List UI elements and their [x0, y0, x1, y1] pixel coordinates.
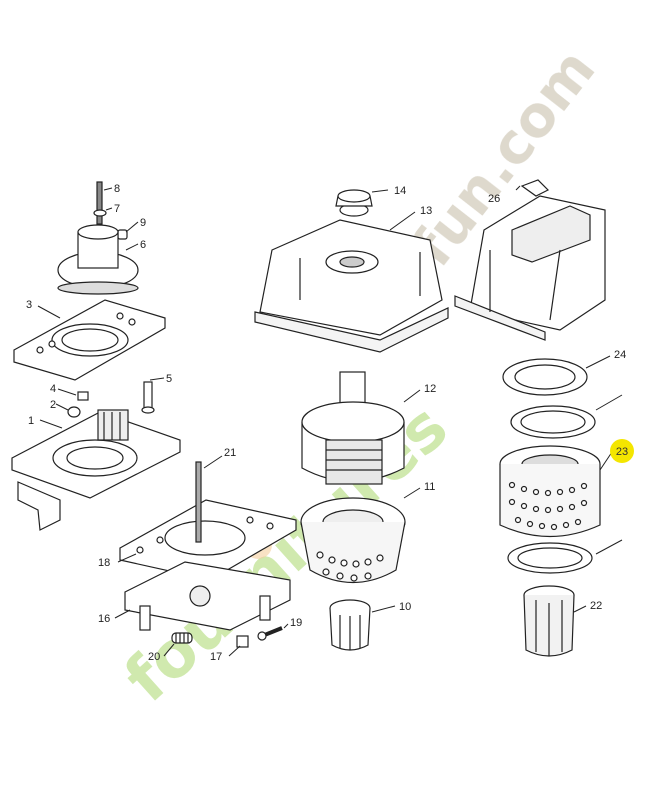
part-19-screw: [257, 626, 283, 641]
label-part-16[interactable]: 16: [98, 613, 110, 625]
label-part-18[interactable]: 18: [98, 557, 110, 569]
part-labels: 8 7 9 6 3 4 5 2 1 21 18 16 20 17 19 14 1…: [26, 183, 626, 663]
part-26-clip: [520, 179, 550, 197]
part-18-gasket: [119, 499, 297, 581]
part-24-ring: [502, 358, 588, 396]
part-10-prefilter: [329, 599, 371, 651]
part-20-spring: [171, 632, 193, 644]
label-part-22[interactable]: 22: [590, 600, 602, 612]
part-14-knob: [335, 189, 373, 217]
label-part-10[interactable]: 10: [399, 601, 411, 613]
part-1-base-plate: [11, 409, 181, 531]
part-11-filter-element: [300, 497, 406, 584]
part-7-washer: [93, 209, 107, 217]
highlight-part-23[interactable]: 23: [610, 439, 634, 463]
label-part-14[interactable]: 14: [394, 185, 406, 197]
label-part-19[interactable]: 19: [290, 617, 302, 629]
upper-seal-ring: [510, 405, 596, 439]
right-housing: [454, 195, 606, 341]
label-part-24[interactable]: 24: [614, 349, 626, 361]
label-part-23[interactable]: 23: [616, 446, 628, 458]
part-23-filter: [499, 445, 601, 538]
label-part-17[interactable]: 17: [210, 651, 222, 663]
label-part-3[interactable]: 3: [26, 299, 32, 311]
part-6-housing: [57, 224, 139, 295]
part-3-gasket: [13, 299, 166, 381]
label-part-2[interactable]: 2: [50, 399, 56, 411]
part-22-insert: [523, 585, 575, 657]
label-part-5[interactable]: 5: [166, 373, 172, 385]
part-9-screw: [117, 229, 128, 240]
left-assembly: [11, 181, 297, 648]
label-part-1[interactable]: 1: [28, 415, 34, 427]
part-8-stud: [96, 181, 103, 225]
part-16-bracket: [124, 561, 291, 631]
part-12-filter: [301, 371, 405, 485]
lower-seal-ring: [507, 542, 593, 574]
label-part-26[interactable]: 26: [488, 193, 500, 205]
label-part-4[interactable]: 4: [50, 383, 56, 395]
right-assembly: [454, 179, 606, 657]
label-part-12[interactable]: 12: [424, 383, 436, 395]
label-part-8[interactable]: 8: [114, 183, 120, 195]
label-part-7[interactable]: 7: [114, 203, 120, 215]
part-4-nut: [77, 391, 89, 401]
label-part-6[interactable]: 6: [140, 239, 146, 251]
leader-lines: [37, 185, 623, 657]
label-part-9[interactable]: 9: [140, 217, 146, 229]
part-21-stud: [195, 461, 202, 543]
label-part-13[interactable]: 13: [420, 205, 432, 217]
part-5-valve: [141, 381, 155, 414]
label-part-21[interactable]: 21: [224, 447, 236, 459]
part-13-cover: [254, 219, 449, 353]
highlight-marker[interactable]: [610, 439, 634, 463]
label-part-11[interactable]: 11: [424, 481, 435, 493]
center-assembly: [254, 189, 449, 651]
label-part-20[interactable]: 20: [148, 651, 160, 663]
part-2-cap: [67, 406, 81, 418]
part-17-nut: [236, 635, 249, 648]
